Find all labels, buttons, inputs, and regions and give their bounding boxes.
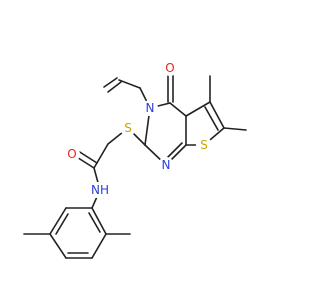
bond — [204, 106, 219, 131]
atom-label: S — [124, 121, 132, 135]
bond — [165, 142, 183, 160]
atom-n3: N — [142, 100, 158, 116]
bond — [107, 81, 122, 93]
bond — [91, 233, 107, 259]
atom-s-thio: S — [120, 120, 136, 136]
atom-label: O — [67, 147, 76, 161]
bond — [55, 213, 69, 235]
atom-label: NH — [91, 183, 109, 197]
bond — [209, 101, 225, 129]
molecule-structure: O N N S S O NH — [23, 60, 247, 259]
atom-label: N — [162, 158, 171, 172]
bond — [223, 127, 247, 131]
bond — [49, 233, 67, 259]
bond — [49, 207, 67, 235]
bond — [118, 79, 141, 89]
atom-label: N — [146, 101, 155, 115]
atom-o-amide: O — [64, 146, 80, 162]
atom-nh-amide: NH — [88, 182, 112, 198]
bond — [103, 77, 118, 88]
bond-lines — [23, 74, 247, 259]
bond — [93, 143, 109, 169]
atom-label: O — [165, 61, 174, 75]
atom-o-keto: O — [162, 60, 178, 76]
atom-n1: N — [158, 157, 174, 173]
bond — [88, 212, 101, 233]
bond — [169, 102, 187, 117]
atom-labels: O N N S S O NH — [64, 60, 212, 198]
bond — [91, 207, 107, 235]
bond — [185, 101, 211, 117]
atom-label: S — [200, 138, 208, 152]
atom-s-ring: S — [196, 137, 212, 153]
